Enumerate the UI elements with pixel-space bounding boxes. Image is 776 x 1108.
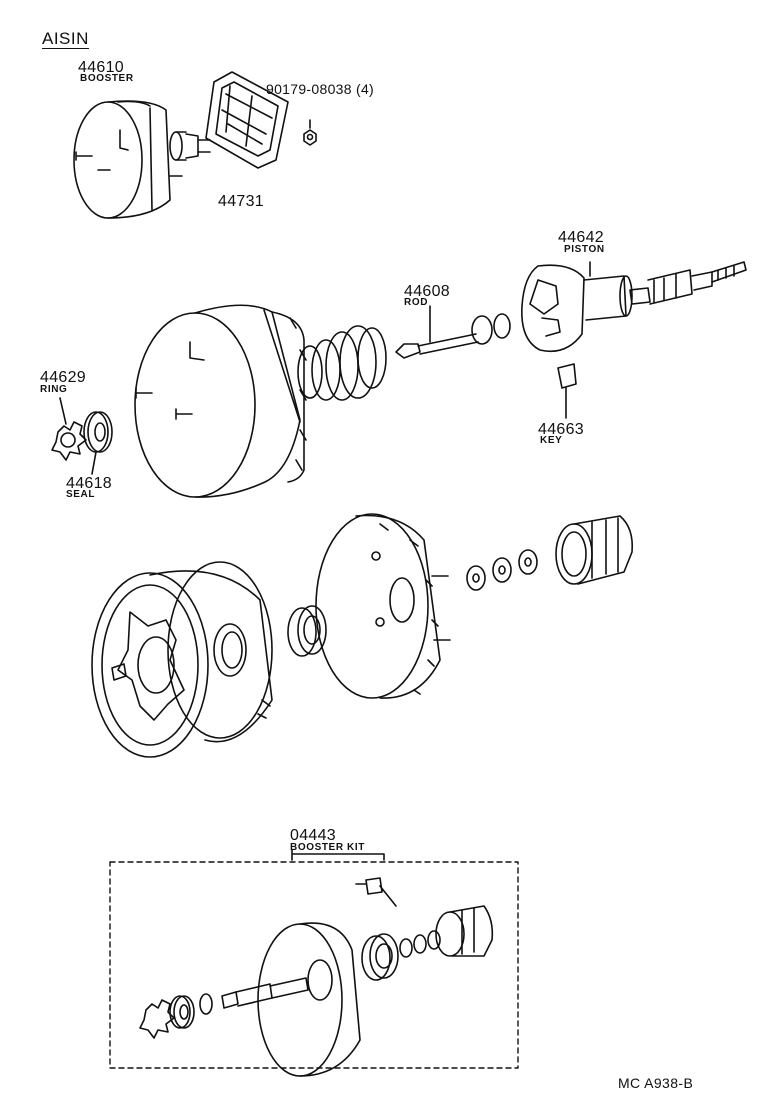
booster-kit-box [110,862,518,1068]
push-rod-drawing [396,306,510,358]
bearing-seal-drawing [288,606,326,656]
part-name-booster: BOOSTER [80,73,134,84]
diaphragm-drawing [168,562,272,738]
front-shell-drawing [316,514,450,698]
kit-parts-drawing [140,878,492,1076]
part-name-piston: PISTON [564,244,605,255]
part-number-kit: 04443 [290,827,336,844]
part-name-kit: BOOSTER KIT [290,842,365,853]
part-number-ring: 44629 [40,369,86,386]
part-name-rod: ROD [404,297,429,308]
part-number-piston: 44642 [558,229,604,246]
kit-bracket [292,850,384,860]
nut-drawing [304,120,316,145]
part-number-seal: 44618 [66,475,112,492]
diagram-code: MC A938-B [618,1075,694,1091]
part-number-key: 44663 [538,421,584,438]
seal-drawing [84,412,112,474]
part-name-ring: RING [40,384,68,395]
brand-label: AISIN [42,29,89,49]
boot-drawing [556,516,632,584]
part-number-booster: 44610 [78,59,124,76]
piston-drawing [522,262,746,351]
part-number-gasket: 44731 [218,193,264,210]
part-number-nut: 90179-08038 (4) [266,81,375,97]
ring-drawing [52,398,86,460]
part-number-rod: 44608 [404,283,450,300]
rear-shell-drawing [92,571,272,757]
washers-drawing [467,550,537,590]
part-name-key: KEY [540,435,563,446]
booster-shell-drawing [135,305,306,497]
part-name-seal: SEAL [66,489,96,500]
return-spring-drawing [298,326,386,400]
key-drawing [558,364,576,418]
booster-assembly-drawing [74,101,210,218]
gasket-drawing [206,72,288,168]
